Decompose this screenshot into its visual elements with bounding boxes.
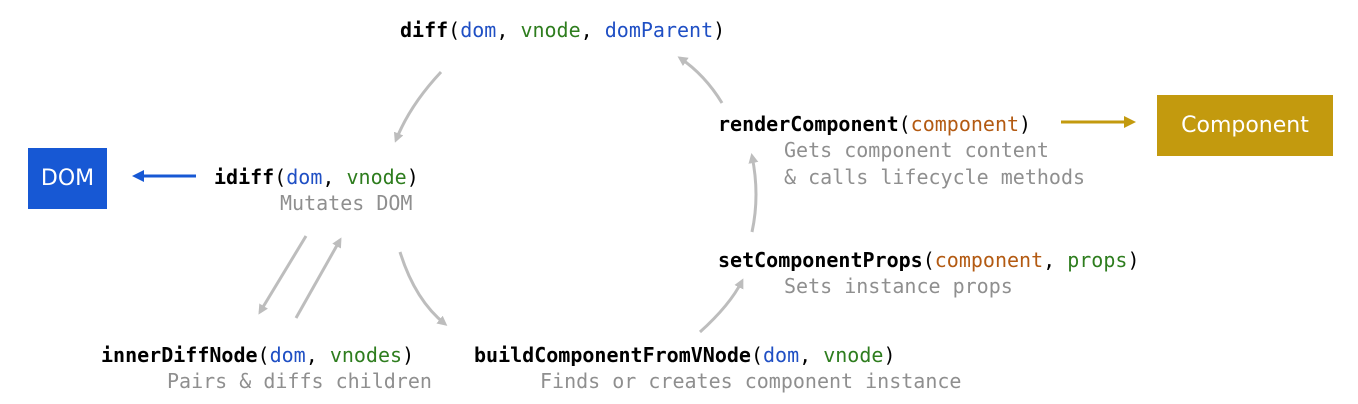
diff-arg-vnode: vnode bbox=[520, 18, 581, 42]
paren-open: ( bbox=[448, 18, 461, 42]
paren-open: ( bbox=[898, 112, 911, 136]
setcomponentprops-signature: setComponentProps(component, props) bbox=[718, 247, 1139, 273]
buildcomponentfromvnode-description: Finds or creates component instance bbox=[540, 369, 962, 393]
innerdiffnode-description: Pairs & diffs children bbox=[167, 369, 432, 393]
paren-close: ) bbox=[1127, 248, 1140, 272]
idiff-arg-dom: dom bbox=[286, 165, 323, 189]
arg-separator: , bbox=[580, 18, 605, 42]
setcomponentprops-description: Sets instance props bbox=[784, 274, 1013, 298]
arg-separator: , bbox=[496, 18, 521, 42]
arg-separator: , bbox=[305, 343, 330, 367]
arrow-innerdiffnode-to-idiff bbox=[294, 237, 342, 319]
innerdiffnode-arg-vnodes: vnodes bbox=[329, 343, 403, 367]
arg-separator: , bbox=[799, 343, 824, 367]
paren-open: ( bbox=[274, 165, 287, 189]
arrow-idiff-to-innerdiffnode bbox=[258, 235, 308, 315]
arg-separator: , bbox=[1043, 248, 1068, 272]
rendercomponent-description-line2: & calls lifecycle methods bbox=[784, 165, 1086, 189]
rendercomponent-signature: renderComponent(component) bbox=[718, 111, 1085, 137]
paren-close: ) bbox=[402, 343, 415, 367]
node-idiff: idiff(dom, vnode) Mutates DOM bbox=[214, 164, 419, 217]
setcomponentprops-function-name: setComponentProps bbox=[718, 248, 923, 272]
node-innerdiffnode: innerDiffNode(dom, vnodes) Pairs & diffs… bbox=[101, 342, 432, 395]
paren-close: ) bbox=[1019, 112, 1032, 136]
dom-box-label: DOM bbox=[40, 166, 95, 191]
node-diff: diff(dom, vnode, domParent) bbox=[400, 17, 725, 43]
buildcomponentfromvnode-function-name: buildComponentFromVNode bbox=[474, 343, 751, 367]
paren-close: ) bbox=[406, 165, 419, 189]
diff-arg-domparent: domParent bbox=[604, 18, 714, 42]
paren-close: ) bbox=[883, 343, 896, 367]
idiff-description: Mutates DOM bbox=[280, 191, 413, 215]
paren-open: ( bbox=[257, 343, 270, 367]
arrow-idiff-to-buildcomponent bbox=[398, 251, 448, 326]
arg-separator: , bbox=[322, 165, 347, 189]
paren-close: ) bbox=[713, 18, 726, 42]
diff-signature: diff(dom, vnode, domParent) bbox=[400, 17, 725, 43]
arrow-diff-to-idiff bbox=[393, 70, 443, 143]
rendercomponent-description-line1: Gets component content bbox=[784, 138, 1049, 162]
node-setcomponentprops: setComponentProps(component, props) Sets… bbox=[718, 247, 1139, 300]
buildcomponentfromvnode-signature: buildComponentFromVNode(dom, vnode) bbox=[474, 342, 961, 368]
node-rendercomponent: renderComponent(component) Gets componen… bbox=[718, 111, 1085, 191]
rendercomponent-function-name: renderComponent bbox=[718, 112, 899, 136]
arrow-rendercomponent-to-diff bbox=[677, 56, 724, 104]
component-box-label: Component bbox=[1181, 113, 1309, 138]
paren-open: ( bbox=[922, 248, 935, 272]
component-box: Component bbox=[1157, 95, 1333, 156]
paren-open: ( bbox=[750, 343, 763, 367]
node-buildcomponentfromvnode: buildComponentFromVNode(dom, vnode) Find… bbox=[474, 342, 961, 395]
setcomponentprops-arg-component: component bbox=[934, 248, 1044, 272]
buildcomponentfromvnode-arg-vnode: vnode bbox=[823, 343, 884, 367]
innerdiffnode-arg-dom: dom bbox=[269, 343, 306, 367]
idiff-signature: idiff(dom, vnode) bbox=[214, 164, 419, 190]
buildcomponentfromvnode-arg-dom: dom bbox=[763, 343, 800, 367]
diff-arg-dom: dom bbox=[460, 18, 497, 42]
innerdiffnode-function-name: innerDiffNode bbox=[101, 343, 258, 367]
setcomponentprops-arg-props: props bbox=[1067, 248, 1128, 272]
idiff-arg-vnode: vnode bbox=[346, 165, 407, 189]
dom-box: DOM bbox=[28, 148, 107, 209]
rendercomponent-arg-component: component bbox=[910, 112, 1020, 136]
innerdiffnode-signature: innerDiffNode(dom, vnodes) bbox=[101, 342, 432, 368]
idiff-function-name: idiff bbox=[214, 165, 275, 189]
diff-function-name: diff bbox=[400, 18, 449, 42]
